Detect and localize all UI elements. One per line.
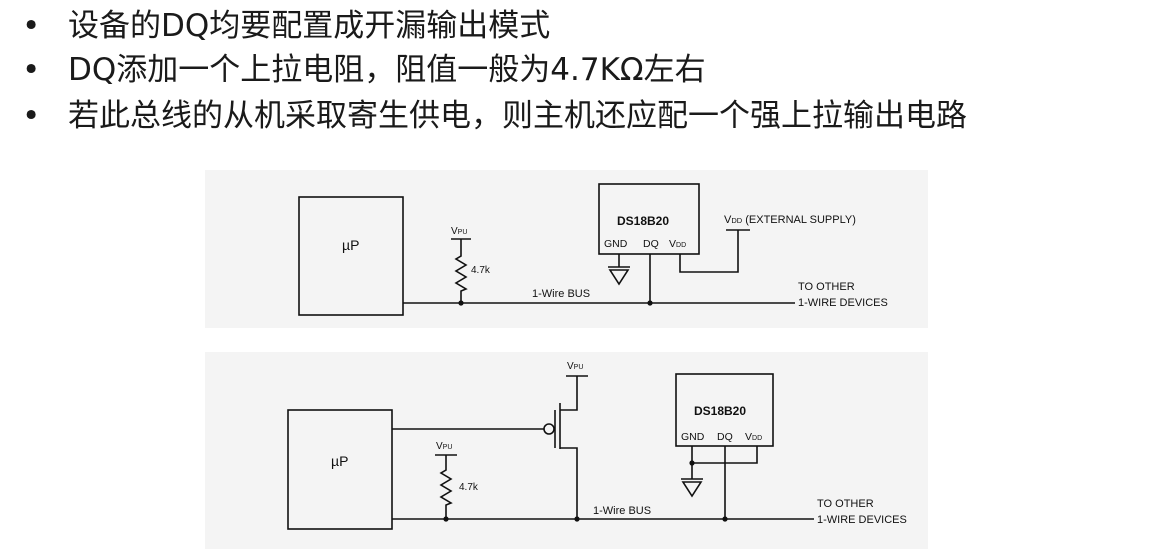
vpu-label: VPU — [451, 226, 467, 237]
vdd-supply-wire — [679, 230, 739, 273]
pmos-source — [560, 376, 578, 411]
bullet-item: • 若此总线的从机采取寄生供电，则主机还应配一个强上拉输出电路 — [0, 94, 1164, 138]
microprocessor-box — [298, 196, 404, 316]
resistor-value-label: 4.7k — [459, 482, 479, 493]
pin-dq-label: DQ — [717, 431, 733, 443]
bullet-text: 设备的DQ均要配置成开漏输出模式 — [68, 8, 551, 44]
vdd-to-gnd-wire — [692, 446, 758, 464]
mosfet-vpu-label: VPU — [567, 361, 583, 372]
vdd-external-label: VDD (EXTERNAL SUPPLY) — [724, 214, 856, 226]
microprocessor-box — [287, 409, 393, 530]
pin-vdd-label: VDD — [745, 431, 762, 443]
bullet-text: DQ添加一个上拉电阻，阻值一般为4.7KΩ左右 — [68, 52, 706, 88]
pin-dq-label: DQ — [643, 238, 659, 250]
bullet-marker: • — [22, 52, 41, 88]
ground-symbol — [681, 481, 703, 498]
resistor-value-label: 4.7k — [471, 265, 491, 276]
pull-up-resistor — [454, 239, 468, 303]
bus-label: 1-Wire BUS — [593, 505, 651, 517]
pmos-gate-bubble — [543, 423, 555, 435]
bullet-marker: • — [22, 8, 41, 44]
chip-name: DS18B20 — [617, 214, 669, 228]
pmos-drain — [560, 447, 578, 519]
microprocessor-label: µP — [331, 453, 348, 469]
pin-vdd-label: VDD — [669, 238, 686, 250]
pin-gnd-label: GND — [681, 431, 705, 443]
bullet-text: 若此总线的从机采取寄生供电，则主机还应配一个强上拉输出电路 — [68, 98, 967, 134]
pin-gnd-label: GND — [604, 238, 628, 250]
ground-symbol — [608, 269, 630, 286]
ds18b20-chip — [598, 183, 700, 255]
microprocessor-label: µP — [342, 237, 359, 253]
parasitic-power-diagram: µP VPU VPU 4.7k 1-Wire BUS DS18B20 GND D… — [205, 352, 928, 549]
vpu-label: VPU — [436, 441, 452, 452]
bullet-marker: • — [22, 98, 41, 134]
external-supply-diagram: µP VPU 4.7k 1-Wire BUS DS18B20 GND DQ VD… — [205, 170, 928, 328]
bullet-item: • 设备的DQ均要配置成开漏输出模式 — [0, 4, 1164, 48]
chip-name: DS18B20 — [694, 404, 746, 418]
pull-up-resistor — [439, 455, 453, 519]
bullet-item: • DQ添加一个上拉电阻，阻值一般为4.7KΩ左右 — [0, 48, 1164, 92]
bus-label: 1-Wire BUS — [532, 288, 590, 300]
